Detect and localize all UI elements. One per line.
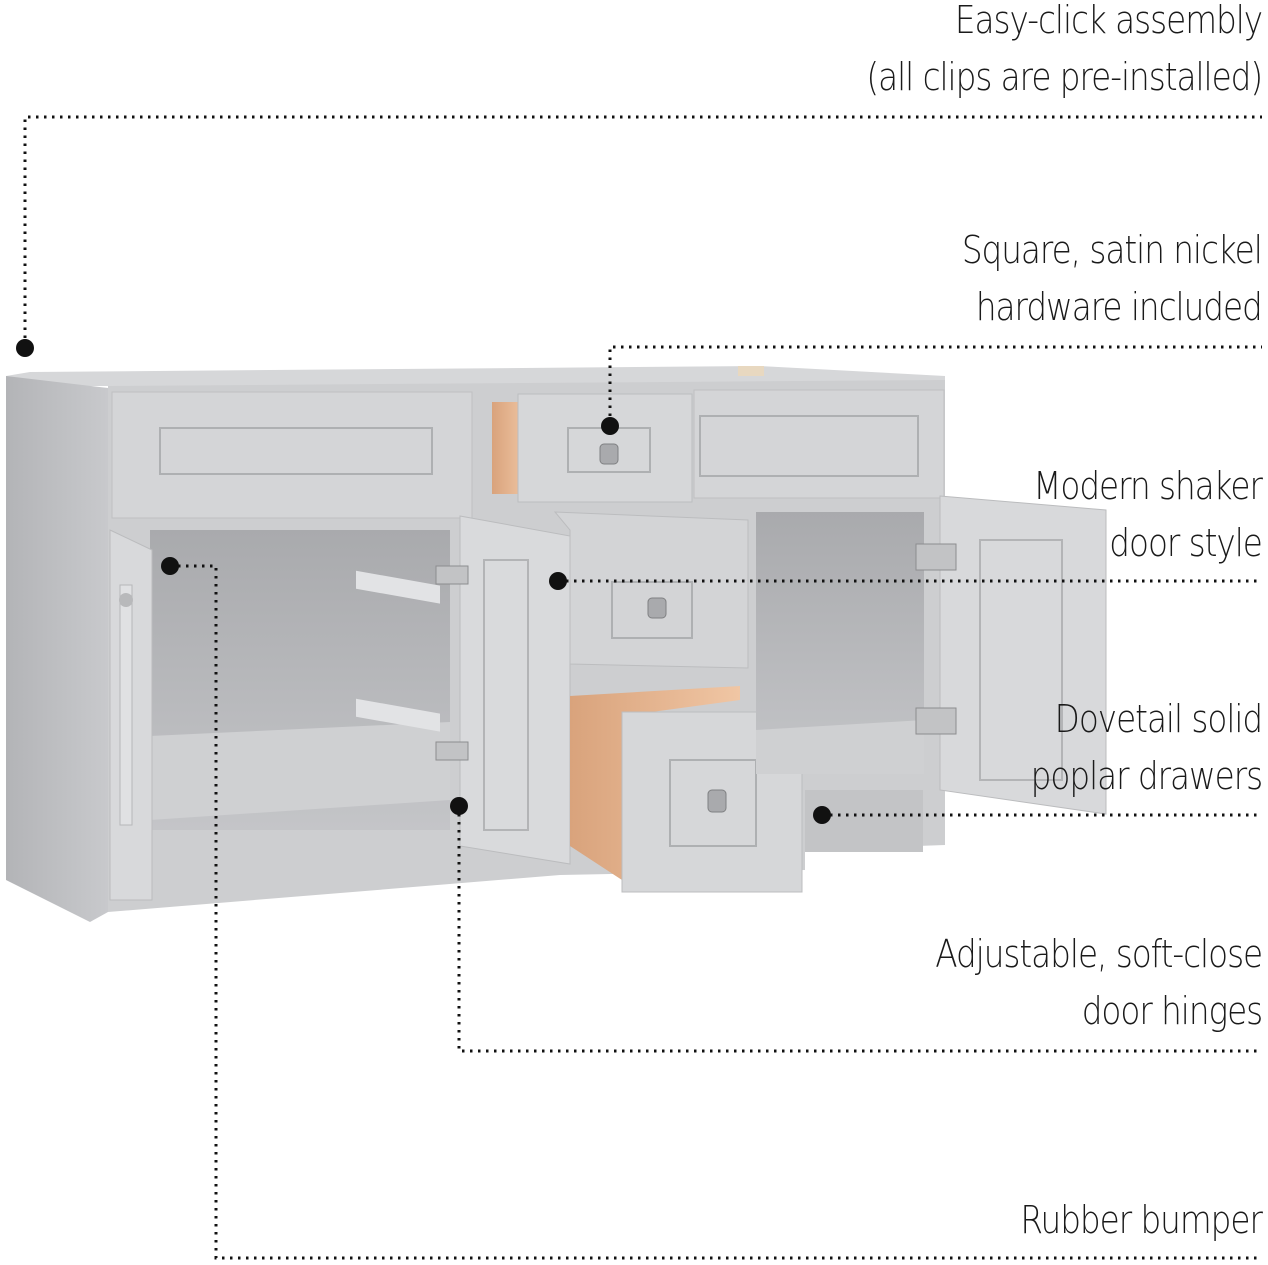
cabinet-side-panel xyxy=(6,376,108,922)
dot-bumper xyxy=(161,557,179,575)
knob-bottom-drawer xyxy=(707,789,727,813)
callout-easy-click-line1: Easy-click assembly xyxy=(954,0,1263,42)
callout-shaker-line2: door style xyxy=(1109,521,1263,565)
dot-easy-click xyxy=(16,339,34,357)
dot-hardware xyxy=(601,417,619,435)
callout-easy-click-line2: (all clips are pre-installed) xyxy=(866,55,1263,99)
left-top-drawer xyxy=(111,391,473,519)
knob-left-door xyxy=(119,593,133,607)
callout-hardware-line1: Square, satin nickel xyxy=(962,228,1263,272)
dot-hinges xyxy=(450,797,468,815)
callout-easy-click: Easy-click assembly (all clips are pre-i… xyxy=(866,0,1263,106)
callout-shaker-line1: Modern shaker xyxy=(1033,464,1263,508)
hinge-upper-left xyxy=(435,565,469,585)
drawer-slide-upper xyxy=(356,570,440,604)
hinge-lower-left xyxy=(435,741,469,761)
callout-dovetail-line2: poplar drawers xyxy=(1030,754,1264,798)
hinge-lower-right xyxy=(915,707,957,735)
center-left-door xyxy=(459,515,571,865)
knob-middle-drawer xyxy=(647,597,667,619)
dot-shaker xyxy=(549,572,567,590)
dot-dovetail xyxy=(813,806,831,824)
cabinet-top xyxy=(6,366,945,386)
bottom-drawer-box xyxy=(570,686,740,880)
callout-hinges-line2: door hinges xyxy=(1081,989,1263,1033)
line-hardware xyxy=(608,345,1262,424)
callout-bumper-line1: Rubber bumper xyxy=(1020,1198,1263,1242)
drawer-slide-lower xyxy=(356,698,440,732)
line-bumper xyxy=(170,564,1262,1260)
middle-drawer xyxy=(553,511,749,669)
callout-hinges-line1: Adjustable, soft-close xyxy=(935,932,1263,976)
callout-shaker: Modern shaker door style xyxy=(1033,458,1263,572)
knob-top-drawer xyxy=(599,443,619,465)
line-hinges xyxy=(457,806,1262,1053)
right-top-drawer xyxy=(693,389,945,499)
callout-hardware: Square, satin nickel hardware included xyxy=(962,222,1263,336)
callout-dovetail-line1: Dovetail solid xyxy=(1054,697,1264,741)
callout-hardware-line2: hardware included xyxy=(976,285,1263,329)
right-door xyxy=(939,495,1107,815)
hinge-upper-right xyxy=(915,543,957,571)
callout-hinges: Adjustable, soft-close door hinges xyxy=(935,926,1263,1040)
callout-bumper: Rubber bumper xyxy=(1020,1192,1263,1249)
callout-dovetail: Dovetail solid poplar drawers xyxy=(1030,691,1264,805)
